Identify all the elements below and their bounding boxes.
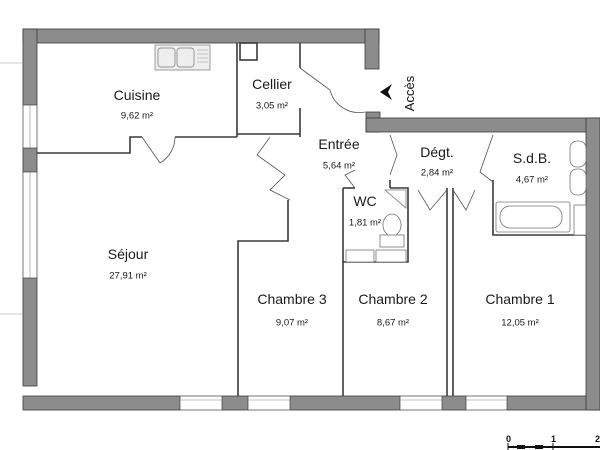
room-area-wc: 1,81 m²	[348, 217, 382, 229]
room-name-entree: Entrée	[318, 136, 360, 152]
entrance-arrow-icon	[380, 84, 392, 100]
scale-tick-0: 0	[506, 434, 512, 444]
wall-bottom-3	[289, 395, 401, 411]
room-area-sdb: 4,67 m²	[515, 174, 549, 186]
scale-tick-1: 1	[551, 434, 557, 444]
room-area-sejour: 27,91 m²	[109, 270, 147, 282]
wall-bottom-2	[221, 395, 249, 411]
wall-top	[22, 28, 380, 44]
room-area-chambre-1: 12,05 m²	[501, 317, 539, 329]
room-name-chambre-2: Chambre 2	[358, 291, 428, 307]
scale-bar	[507, 443, 600, 450]
wall-right	[585, 117, 600, 411]
room-name-sdb: S.d.B.	[512, 150, 552, 166]
room-name-cellier: Cellier	[252, 76, 292, 92]
room-area-chambre-3: 9,07 m²	[275, 317, 309, 329]
wall-left-lower	[22, 277, 38, 387]
room-name-degt: Dégt.	[420, 144, 454, 160]
room-name-sejour: Séjour	[107, 246, 149, 262]
room-area-cuisine: 9,62 m²	[120, 110, 154, 122]
scale-tick-2: 2	[595, 434, 600, 444]
room-name-cuisine: Cuisine	[113, 87, 161, 103]
wall-bottom-4	[441, 395, 467, 411]
room-name-wc: WC	[353, 193, 377, 209]
room-area-chambre-2: 8,67 m²	[376, 317, 410, 329]
wall-entrance-top	[364, 28, 380, 70]
wall-right-upper	[365, 117, 600, 133]
room-name-chambre-1: Chambre 1	[485, 291, 555, 307]
room-area-degt: 2,84 m²	[420, 167, 454, 179]
room-name-chambre-3: Chambre 3	[257, 291, 327, 307]
wall-left-pier	[22, 147, 38, 173]
entrance-label: Accès	[402, 75, 418, 112]
room-area-entree: 5,64 m²	[322, 160, 356, 172]
room-area-cellier: 3,05 m²	[255, 100, 289, 112]
wall-bottom-1	[22, 395, 181, 411]
wall-left-upper	[22, 28, 38, 106]
